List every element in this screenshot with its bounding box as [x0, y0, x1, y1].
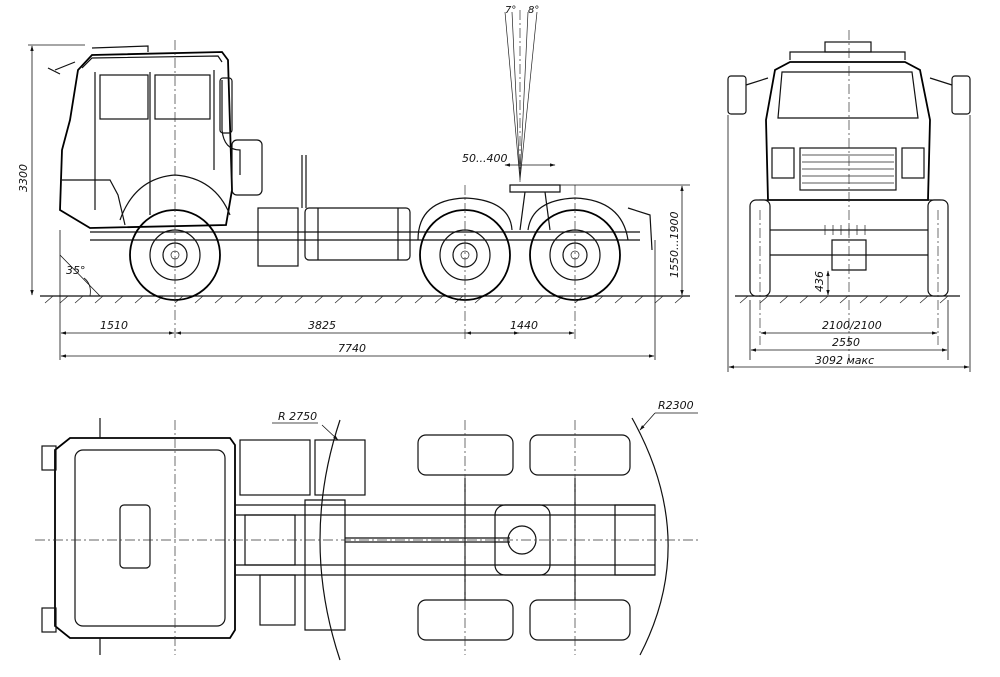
rear-bogie-label: 1440	[510, 319, 538, 332]
top-wheel-rr1	[417, 599, 514, 641]
front-cab-outline	[765, 61, 931, 201]
top-view: R 2750 R2300	[35, 399, 700, 661]
top-wheel-rl1	[417, 434, 514, 476]
side-ground-hatch	[44, 295, 684, 304]
front-ground-hatch	[739, 295, 949, 304]
top-air-tanks	[314, 439, 366, 496]
tilt-angle-lines	[504, 11, 538, 181]
tilt-angle-back-label: 8°	[528, 5, 539, 16]
side-cab-rear-window	[154, 74, 211, 120]
front-headlight-left	[771, 147, 795, 179]
vehicle-width-label: 2550	[832, 336, 860, 349]
side-fifth-wheel-mount	[519, 191, 551, 231]
front-differential	[831, 239, 867, 271]
side-cab-door-window	[99, 74, 149, 120]
side-rear-mudflap	[627, 207, 653, 251]
side-exhaust-stack	[219, 77, 233, 134]
top-driveshaft	[345, 537, 510, 543]
front-overhang-label: 1510	[100, 319, 128, 332]
side-air-filter	[231, 139, 263, 196]
max-width-label: 3092 макс	[815, 354, 874, 367]
side-cab-door-lines	[94, 70, 215, 215]
side-exhaust-pipe	[221, 80, 241, 175]
front-windshield	[777, 71, 919, 119]
fifth-wheel-height-label: 1550...1900	[668, 212, 681, 278]
overall-height-label: 3300	[17, 164, 30, 192]
wheelbase-label: 3825	[308, 319, 336, 332]
approach-angle-arc	[83, 277, 91, 297]
side-frame-rails	[90, 231, 640, 241]
fifth-wheel-offset-label: 50...400	[462, 152, 507, 165]
side-roof-light	[91, 45, 149, 52]
side-fuel-tank	[304, 207, 411, 261]
front-mirror-right	[951, 75, 971, 115]
side-view: 7° 8° 50...400 1550...1900 3300 35° 1510…	[17, 5, 690, 360]
top-wheel-rl2	[529, 434, 631, 476]
front-headlight-right	[901, 147, 925, 179]
front-mirror-left	[727, 75, 747, 115]
side-cab-roof	[81, 55, 223, 69]
front-bumper	[759, 199, 941, 231]
top-mirror-right	[41, 607, 57, 633]
top-cab-outline	[54, 437, 236, 639]
front-roof-light	[824, 41, 872, 53]
turning-radius-inner-label: R 2750	[278, 410, 317, 423]
side-fifth-wheel	[509, 184, 561, 193]
top-cab-roof	[74, 449, 226, 627]
turning-radius-outer-leader	[639, 412, 656, 431]
front-grille	[799, 147, 897, 191]
tilt-angle-forward-label: 7°	[505, 5, 516, 16]
top-fuel-tank	[304, 499, 346, 631]
approach-angle-line	[59, 254, 101, 297]
top-frame-rails	[235, 504, 655, 576]
side-mirror	[47, 61, 76, 75]
top-turning-arc-outer	[631, 417, 669, 656]
top-mirror-left	[41, 445, 57, 471]
side-battery-box	[257, 207, 299, 267]
side-cab-front-panel	[62, 179, 126, 226]
turning-radius-outer-label: R2300	[658, 399, 694, 412]
front-view: 436 2100/2100 2550 3092 макс	[727, 30, 971, 372]
side-guard-post	[301, 155, 307, 208]
side-rear-fender-2	[527, 197, 629, 241]
ground-clearance-label: 436	[813, 271, 826, 292]
track-width-label: 2100/2100	[822, 319, 882, 332]
top-wheel-rr2	[529, 599, 631, 641]
top-step-box	[259, 574, 296, 626]
turning-radius-inner-leader	[321, 424, 339, 441]
overall-length-label: 7740	[338, 342, 366, 355]
side-fuel-tank-straps	[317, 208, 399, 260]
top-roof-hatch	[119, 504, 151, 569]
approach-angle-label: 35°	[66, 264, 86, 277]
side-cab-outline	[59, 51, 233, 229]
front-mirror-arms	[745, 77, 953, 86]
top-engine-box	[239, 439, 311, 496]
front-roof-line	[789, 51, 906, 60]
front-grille-slats	[802, 154, 894, 184]
